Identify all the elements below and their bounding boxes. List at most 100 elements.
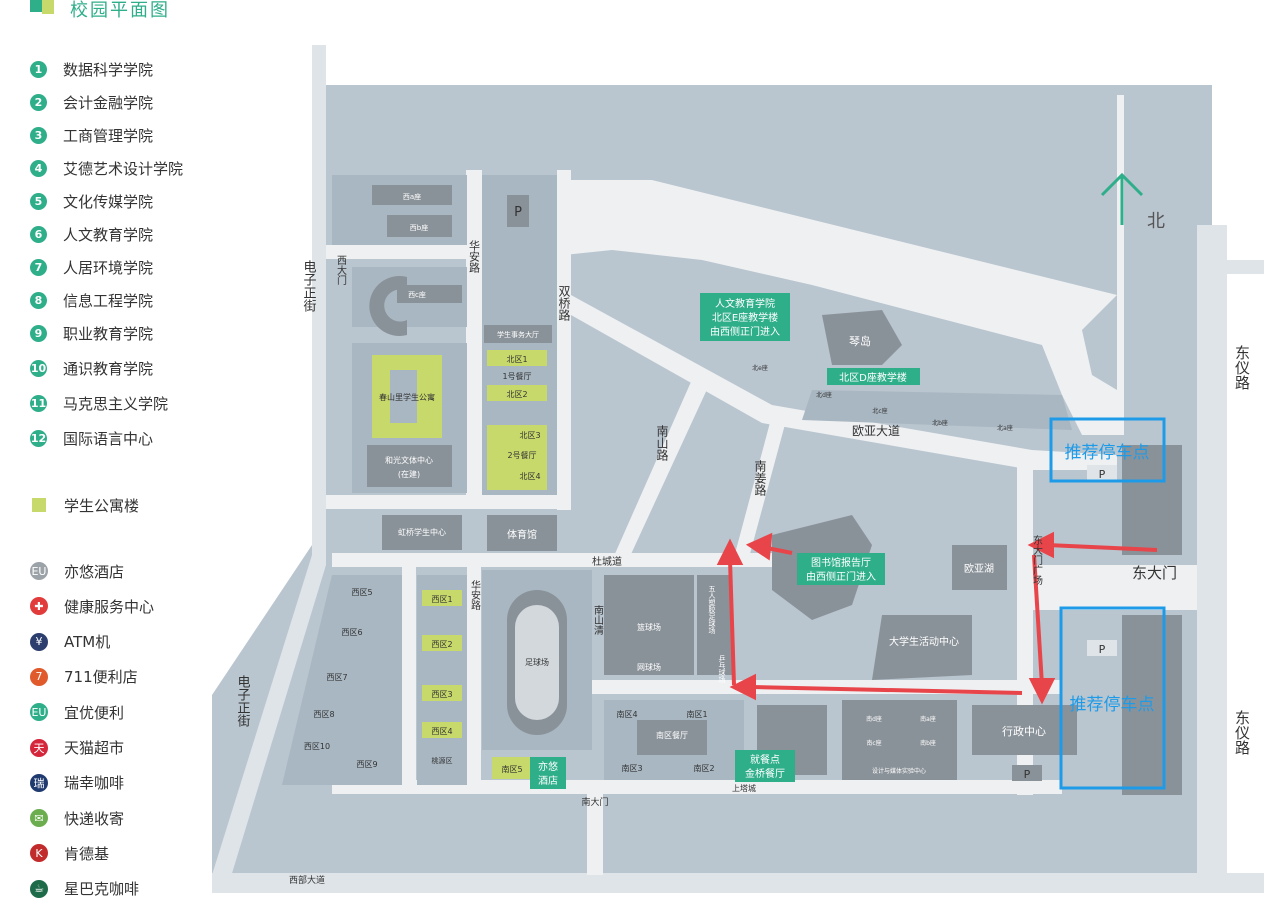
label-xiqu3: 西区3	[431, 690, 452, 699]
callout-yiyou-line2: 酒店	[538, 774, 558, 787]
callout-jiucan-line1: 就餐点	[750, 753, 780, 766]
legend-college-label: 马克思主义学院	[63, 394, 169, 413]
parking-recommend-bottom: 推荐停车点	[1070, 695, 1155, 715]
college-number-icon: 4	[30, 159, 47, 177]
legend-service-label: 711便利店	[64, 668, 138, 687]
building-lanqiu	[604, 575, 694, 675]
road-dongyi	[1197, 225, 1227, 893]
legend-luckin-coffee: 瑞瑞幸咖啡	[30, 772, 124, 794]
road-north-loop	[564, 95, 1124, 435]
convenience-store-icon: EU	[30, 703, 48, 722]
road-label-shuangqiao: 双桥路	[557, 285, 571, 322]
callout-beiqu-d: 北区D座教学楼	[827, 368, 920, 385]
college-number-icon: 12	[30, 429, 47, 447]
label-nand: 南d座	[866, 715, 882, 723]
building-xiqu2	[422, 635, 462, 651]
building-tiyuguan	[487, 515, 557, 551]
north-arrow-icon	[1100, 172, 1144, 225]
gate-east-square: 东大门广场	[1031, 534, 1043, 586]
label-wangqiu: 网球场	[637, 662, 661, 672]
road-east-gate	[1032, 565, 1197, 610]
callout-renwen: 人文教育学院 北区E座教学楼 由西侧正门进入	[700, 293, 790, 341]
building-xi-a	[372, 185, 452, 205]
gate-west: 西大门	[335, 255, 347, 286]
label-xic: 西c座	[408, 290, 426, 299]
label-xiqu8: 西区8	[313, 710, 334, 719]
legend-dorm: 学生公寓楼	[30, 494, 139, 516]
label-beiqu3: 北区3	[519, 431, 540, 440]
label-chunshanli: 春山里学生公寓	[379, 392, 435, 402]
building-xi-c	[397, 285, 462, 303]
legend-college-label: 信息工程学院	[63, 291, 154, 310]
label-xiqu10: 西区10	[304, 742, 330, 751]
parcel-icon: ✉	[30, 809, 48, 828]
label-taoyu: 桃源区	[432, 756, 453, 765]
label-nanqu2: 南区2	[693, 763, 714, 773]
parking-top-left	[507, 195, 529, 227]
building-xi-b	[387, 215, 452, 237]
road-label-dongyi-top: 东仪路	[1233, 345, 1251, 390]
label-beiqu4: 北区4	[519, 472, 540, 481]
road-shangta	[332, 780, 1062, 794]
building-hall2	[487, 425, 547, 490]
building-qindao	[822, 310, 902, 365]
callout-jiucan-line2: 金桥餐厅	[745, 767, 785, 780]
legend-dorm-label: 学生公寓楼	[64, 496, 140, 515]
legend-service-label: ATM机	[64, 633, 111, 652]
building-nanqu5	[492, 757, 532, 779]
page-title: 校园平面图	[70, 0, 170, 21]
callout-jiucan: 就餐点 金桥餐厅	[735, 750, 795, 782]
callout-renwen-line2: 北区E座教学楼	[712, 311, 778, 324]
college-number-icon: 5	[30, 192, 47, 210]
label-heguang: 和光文体中心	[385, 455, 433, 465]
building-nanqu-hall	[637, 720, 707, 755]
callout-library-line2: 由西侧正门进入	[806, 570, 876, 583]
road-label-huaan: 华安路	[468, 239, 481, 274]
road-label-dianzi-top: 电子正街	[301, 260, 317, 312]
kfc-icon: K	[30, 844, 48, 863]
legend-college-label: 文化传媒学院	[63, 192, 154, 211]
seven-eleven-icon: 7	[30, 667, 48, 686]
legend-college-5: 5 文化传媒学院	[30, 190, 153, 212]
label-parking-left: P	[514, 205, 522, 220]
label-nanqu1: 南区1	[686, 709, 707, 719]
gate-east: 东大门	[1132, 564, 1177, 582]
building-beiqu2	[487, 385, 547, 401]
gate-south: 南大门	[581, 796, 608, 808]
label-xiqu5: 西区5	[351, 588, 372, 597]
north-label: 北	[1147, 211, 1165, 232]
label-parking-east-top: P	[1099, 468, 1106, 481]
college-number-icon: 7	[30, 258, 47, 276]
label-beic: 北c座	[872, 407, 887, 415]
college-number-icon: 8	[30, 291, 47, 309]
road-label-ducheng: 杜城道	[592, 555, 622, 568]
parking-box-bottom	[1059, 606, 1166, 790]
label-hall2: 2号餐厅	[507, 451, 536, 460]
block-sheji	[842, 700, 957, 780]
road-mid-south	[467, 565, 481, 785]
road-label-shangta: 上塔城	[732, 783, 756, 793]
legend-college-label: 职业教育学院	[63, 324, 154, 343]
building-heguang	[367, 445, 452, 487]
road-left-south	[402, 565, 416, 785]
label-xiqu9: 西区9	[356, 760, 377, 769]
label-parking-east-bottom: P	[1099, 643, 1106, 656]
parking-recommend-top: 推荐停车点	[1065, 443, 1150, 463]
legend-health-cross: ✚健康服务中心	[30, 595, 154, 617]
legend-service-label: 天猫超市	[64, 739, 125, 757]
callout-library: 图书馆报告厅 由西侧正门进入	[797, 553, 885, 585]
legend-college-label: 工商管理学院	[63, 126, 154, 145]
dorm-swatch-icon	[32, 498, 46, 512]
starbucks-icon: ☕	[30, 879, 48, 898]
college-number-icon: 3	[30, 126, 47, 144]
campus-map: 北 人文教育学院 北区E座教学楼 由西侧正门进入 北区D座教学楼 图书馆报告厅 …	[212, 45, 1264, 893]
tmall-icon: 天	[30, 738, 48, 757]
road-ouya	[571, 295, 1117, 470]
building-bei-row	[802, 390, 1072, 430]
callout-library-line1: 图书馆报告厅	[811, 556, 871, 569]
